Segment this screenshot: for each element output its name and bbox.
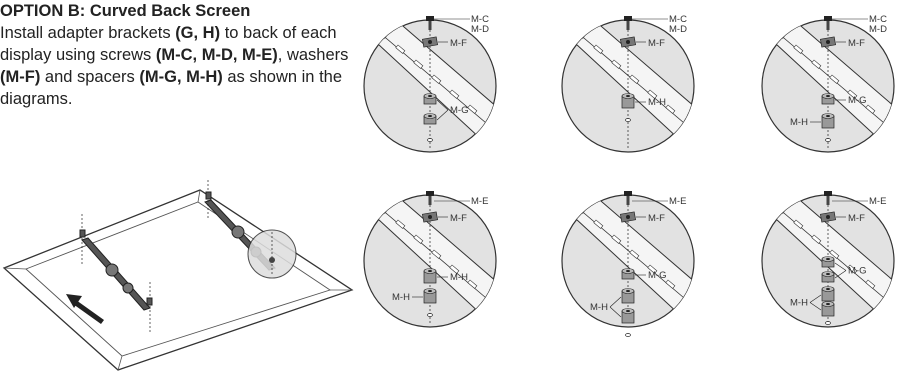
washer-icon: [422, 211, 438, 223]
screw-icon: [426, 191, 434, 205]
washer-label: M-F: [848, 38, 865, 49]
detail-diagram-4: M-E M-F M-H M-H: [363, 191, 497, 328]
washer-label: M-F: [848, 213, 865, 224]
nut-icon: [825, 321, 831, 325]
spacer-icon: [821, 271, 835, 283]
spacer-icon: [621, 268, 635, 280]
spacer-label: M-G: [848, 95, 866, 106]
direction-arrow-icon: [66, 294, 104, 324]
washer-label: M-F: [450, 38, 467, 49]
screw-icon: [824, 16, 832, 30]
spacer-label: M-H: [648, 97, 666, 108]
detail-diagram-3: M-CM-D M-F M-G M-H: [761, 14, 895, 153]
text-segment: , washers: [277, 46, 349, 64]
spacer-label: M-H: [590, 302, 608, 313]
spacer-label: M-G: [450, 105, 468, 116]
spacer-icon: [821, 256, 835, 268]
screw-label: M-E: [869, 196, 886, 207]
screw-label: M-E: [669, 196, 686, 207]
spacer-icon: [423, 113, 437, 125]
nut-icon: [625, 118, 631, 122]
display-overview-illustration: [2, 180, 354, 371]
part-ref-spacers: (M-G, M-H): [139, 68, 223, 86]
spacer-icon: [821, 286, 835, 302]
text-segment: to back of each display using screws: [0, 24, 337, 64]
spacer-label: M-G: [848, 266, 866, 277]
screw-label: M-C: [869, 14, 887, 25]
detail-diagram-2: M-CM-D M-F M-H: [561, 14, 695, 153]
screw-label: M-C: [669, 14, 687, 25]
screw-label: M-D: [869, 24, 887, 35]
screw-label: M-D: [669, 24, 687, 35]
detail-diagram-5: M-E M-F M-G M-H: [561, 191, 695, 337]
option-heading: OPTION B: Curved Back Screen: [0, 2, 251, 20]
spacer-icon: [423, 93, 437, 105]
detail-diagram-1: M-CM-D M-F M-G: [363, 14, 497, 153]
nut-icon: [625, 333, 631, 337]
left-bracket: [79, 214, 153, 334]
washer-icon: [820, 211, 836, 223]
spacer-label: M-H: [790, 298, 808, 309]
nut-icon: [825, 138, 831, 142]
screw-label: M-D: [471, 24, 489, 35]
spacer-icon: [821, 93, 835, 105]
washer-label: M-F: [450, 213, 467, 224]
nut-icon: [427, 138, 433, 142]
screw-icon: [426, 16, 434, 30]
spacer-icon: [423, 268, 437, 284]
text-segment: as shown in the diagrams.: [0, 68, 343, 108]
spacer-label: M-G: [648, 270, 666, 281]
spacer-label: M-H: [450, 272, 468, 283]
washer-icon: [620, 36, 636, 48]
screw-icon: [624, 16, 632, 30]
instructions-text: Install adapter brackets (G, H) to back …: [0, 22, 360, 110]
washer-label: M-F: [648, 213, 665, 224]
part-ref-brackets: (G, H): [175, 24, 221, 42]
screw-label: M-C: [471, 14, 489, 25]
washer-icon: [422, 36, 438, 48]
spacer-icon: [621, 93, 635, 109]
part-ref-washers: (M-F): [0, 68, 41, 86]
detail-diagram-6: M-E M-F M-G M-H: [761, 191, 895, 328]
screw-icon: [824, 191, 832, 205]
text-segment: Install adapter brackets: [0, 24, 176, 42]
spacer-icon: [821, 113, 835, 129]
washer-icon: [620, 211, 636, 223]
spacer-icon: [423, 288, 437, 304]
spacer-label: M-H: [392, 292, 410, 303]
washer-label: M-F: [648, 38, 665, 49]
text-segment: and spacers: [40, 68, 140, 86]
spacer-icon: [821, 301, 835, 317]
screw-icon: [624, 191, 632, 205]
part-ref-screws: (M-C, M-D, M-E): [155, 46, 278, 64]
screw-label: M-E: [471, 196, 488, 207]
spacer-icon: [621, 308, 635, 324]
nut-icon: [427, 313, 433, 317]
spacer-icon: [621, 288, 635, 304]
instructions-block: OPTION B: Curved Back Screen Install ada…: [0, 0, 360, 110]
spacer-label: M-H: [790, 117, 808, 128]
washer-icon: [820, 36, 836, 48]
